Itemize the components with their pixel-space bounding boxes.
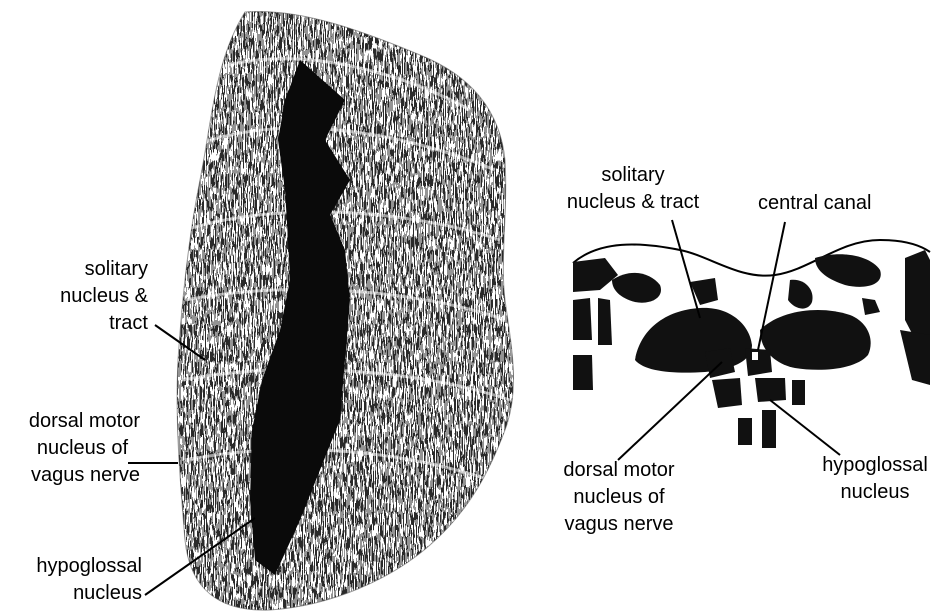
cluster-block-3: [792, 380, 805, 405]
right-oval-structure: [815, 254, 881, 287]
lateral-block-left-upper: [573, 258, 618, 292]
small-block-right: [788, 280, 813, 309]
solitary-nucleus-left: [635, 308, 752, 373]
leader-line-right-solitary: [672, 220, 700, 318]
cluster-block-2: [755, 378, 786, 402]
cross-section-schematic: [573, 240, 930, 448]
central-canal: [752, 352, 758, 360]
dmnv-right: [745, 348, 772, 376]
label-right-dmnv: dorsal motor nucleus of vagus nerve: [538, 457, 700, 538]
label-left-dmnv: dorsal motor nucleus of vagus nerve: [0, 408, 140, 489]
solitary-nucleus-right: [760, 310, 871, 370]
left-oval-structure: [612, 273, 661, 303]
lateral-block-right: [905, 250, 930, 345]
right-small-square: [862, 298, 880, 315]
lateral-block-left-low: [573, 355, 593, 390]
label-right-central-canal: central canal: [758, 190, 871, 217]
label-left-solitary: solitary nucleus & tract: [20, 256, 148, 337]
label-right-hypoglossal: hypoglossal nucleus: [810, 452, 940, 506]
brainstem-3d-rendering: [170, 0, 530, 613]
leader-line-right-hypoglossal: [770, 400, 840, 455]
lateral-block-right-low: [900, 330, 930, 385]
hypoglossal-block-right: [762, 410, 776, 448]
hypoglossal-block-left: [738, 418, 752, 445]
lateral-block-left-mid: [573, 298, 592, 340]
leader-line-right-dmnv: [618, 362, 722, 460]
label-right-solitary: solitary nucleus & tract: [553, 162, 713, 216]
label-left-hypoglossal: hypoglossal nucleus: [10, 553, 142, 607]
lateral-block-left-mid2: [598, 298, 612, 345]
cluster-block-1: [712, 378, 742, 408]
